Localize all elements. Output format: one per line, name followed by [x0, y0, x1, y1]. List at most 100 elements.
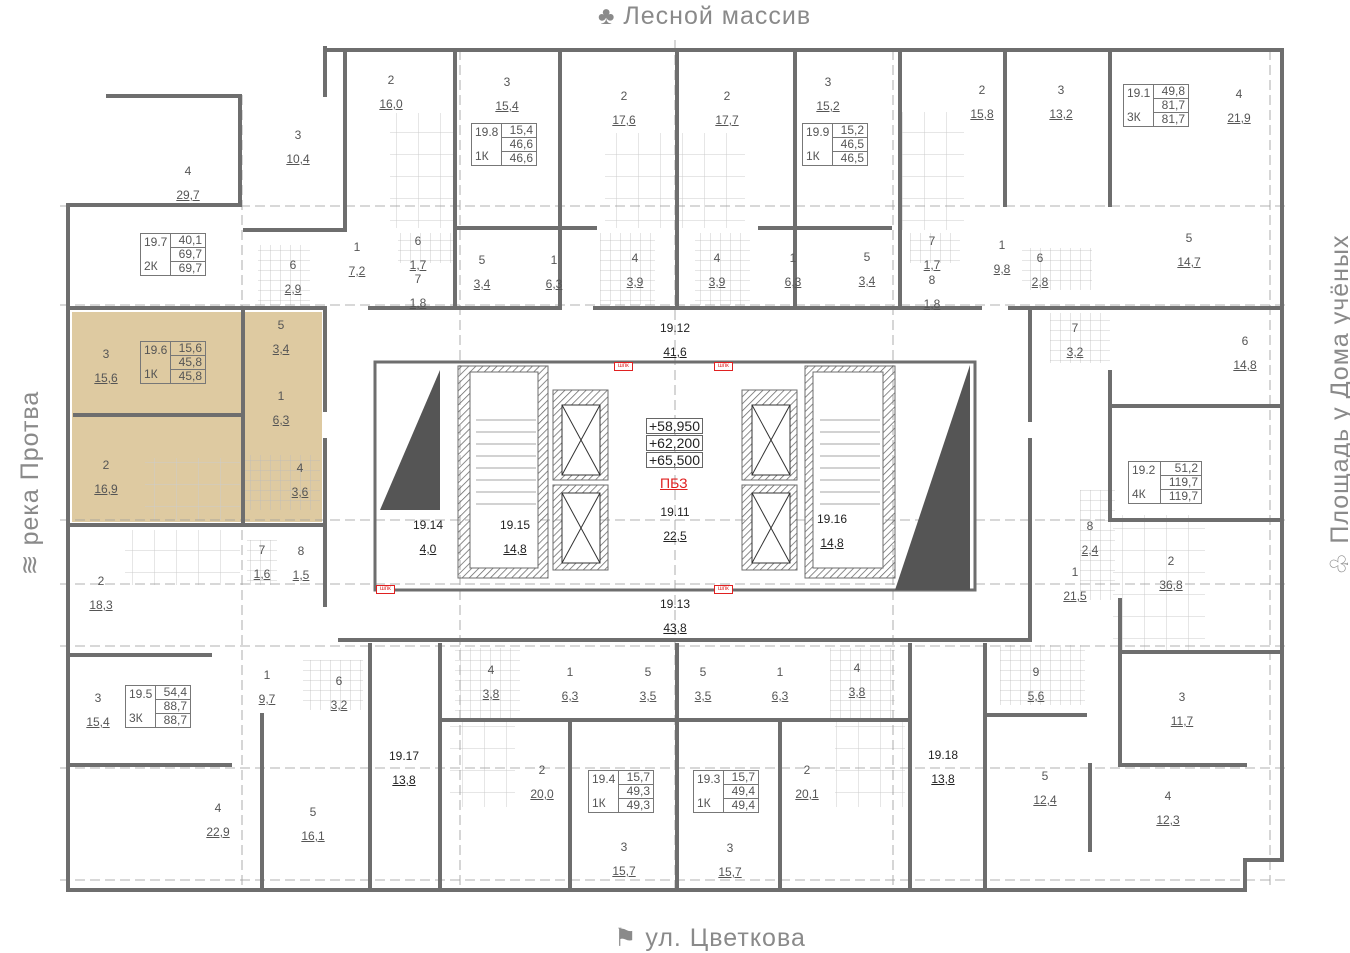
- room-number: 1: [277, 389, 285, 403]
- room-number: 8: [1086, 519, 1094, 533]
- room-number: 2: [620, 89, 628, 103]
- apartment-type: 3К: [1127, 110, 1141, 124]
- room-number: 3: [503, 75, 511, 89]
- room-number: 7: [928, 234, 936, 248]
- room-number: 4: [1164, 789, 1172, 803]
- living-area: 49,8: [1154, 85, 1188, 99]
- room-area: 6,3: [272, 413, 290, 427]
- common-area-id: 19.12: [659, 321, 691, 335]
- shaft-tag: шпк: [376, 585, 395, 594]
- room-number: 4: [1235, 87, 1243, 101]
- total-area: 81,7: [1154, 99, 1188, 113]
- room-area: 1,7: [409, 258, 427, 272]
- room-number: 2: [102, 458, 110, 472]
- elevator-4: [751, 492, 791, 564]
- west-label-text: река Протва: [16, 390, 44, 546]
- room-area: 12,3: [1156, 813, 1180, 827]
- shaft-tag: шпк: [714, 585, 733, 594]
- wet-areas: [125, 112, 1205, 807]
- room-area: 15,7: [718, 865, 742, 879]
- shaft-tag: шпк: [714, 362, 733, 371]
- common-area-size: 13,8: [931, 772, 955, 786]
- room-area: 2,9: [284, 282, 302, 296]
- room-number: 2: [97, 574, 105, 588]
- room-number: 3: [102, 347, 110, 361]
- common-area-id: 19.11: [660, 505, 690, 519]
- north-label-text: Лесной массив: [623, 2, 812, 30]
- room-area: 15,7: [612, 864, 636, 878]
- living-area: 51,2: [1161, 462, 1201, 476]
- apartment-id: 19.8: [475, 125, 499, 139]
- room-number: 4: [631, 251, 639, 265]
- room-area: 15,4: [495, 99, 519, 113]
- room-area: 5,6: [1027, 689, 1045, 703]
- room-number: 2: [1167, 554, 1175, 568]
- room-number: 2: [538, 763, 546, 777]
- room-area: 10,4: [286, 152, 310, 166]
- living-area: 15,7: [724, 771, 758, 785]
- common-area-size: 14,8: [820, 536, 844, 550]
- total-area-full: 46,6: [509, 151, 533, 165]
- total-area: 49,3: [619, 785, 653, 799]
- common-area-size: 43,8: [663, 621, 687, 635]
- common-area-id: 19.18: [927, 748, 959, 762]
- room-number: 8: [928, 273, 936, 287]
- room-area: 36,8: [1159, 578, 1183, 592]
- room-number: 3: [94, 691, 102, 705]
- room-number: 4: [184, 164, 192, 178]
- room-number: 3: [726, 841, 734, 855]
- room-area: 1,5: [292, 568, 310, 582]
- total-area-full: 119,7: [1168, 489, 1198, 503]
- room-area: 1,6: [253, 567, 271, 581]
- room-number: 7: [414, 272, 422, 286]
- total-area: 49,4: [724, 785, 758, 799]
- south-label: ⚑ ул. Цветкова: [614, 923, 806, 953]
- room-number: 1: [998, 238, 1006, 252]
- common-area-size: 4,0: [419, 542, 437, 556]
- west-label: ≋ река Протва: [15, 383, 45, 583]
- common-area-id: 19.17: [388, 749, 420, 763]
- room-number: 1: [263, 668, 271, 682]
- room-area: 15,8: [970, 107, 994, 121]
- apartment-type: 1К: [475, 149, 489, 163]
- room-number: 5: [309, 805, 317, 819]
- elevator-3: [751, 404, 791, 476]
- total-area: 46,5: [833, 138, 867, 152]
- apartment-type: 4К: [1132, 487, 1146, 501]
- elevator-1: [561, 404, 601, 476]
- apartment-type: 1К: [806, 149, 820, 163]
- room-area: 1,8: [409, 296, 427, 310]
- room-number: 1: [776, 665, 784, 679]
- common-area-id: 19.14: [412, 518, 444, 532]
- room-number: 6: [414, 234, 422, 248]
- room-number: 3: [1057, 83, 1065, 97]
- elevation-marks: +58,950 +62,200 +65,500: [646, 418, 703, 468]
- apartment-id: 19.6: [144, 343, 168, 357]
- elevation-mark: +58,950: [646, 418, 703, 434]
- room-area: 3,4: [473, 277, 491, 291]
- common-area-size: 41,6: [663, 345, 687, 359]
- room-area: 20,0: [530, 787, 554, 801]
- room-number: 6: [335, 674, 343, 688]
- elevator-2: [561, 492, 601, 564]
- room-number: 7: [258, 543, 266, 557]
- building-tree-icon: ♧: [1326, 552, 1350, 575]
- room-number: 9: [1032, 665, 1040, 679]
- room-area: 15,2: [816, 99, 840, 113]
- common-area-id: 19.15: [499, 518, 531, 532]
- elevators: [561, 404, 791, 564]
- shaft-tag: шпк: [614, 362, 633, 371]
- living-area: 54,4: [156, 686, 190, 700]
- total-area-full: 49,4: [731, 798, 755, 812]
- zone-label: ПБЗ: [660, 475, 688, 491]
